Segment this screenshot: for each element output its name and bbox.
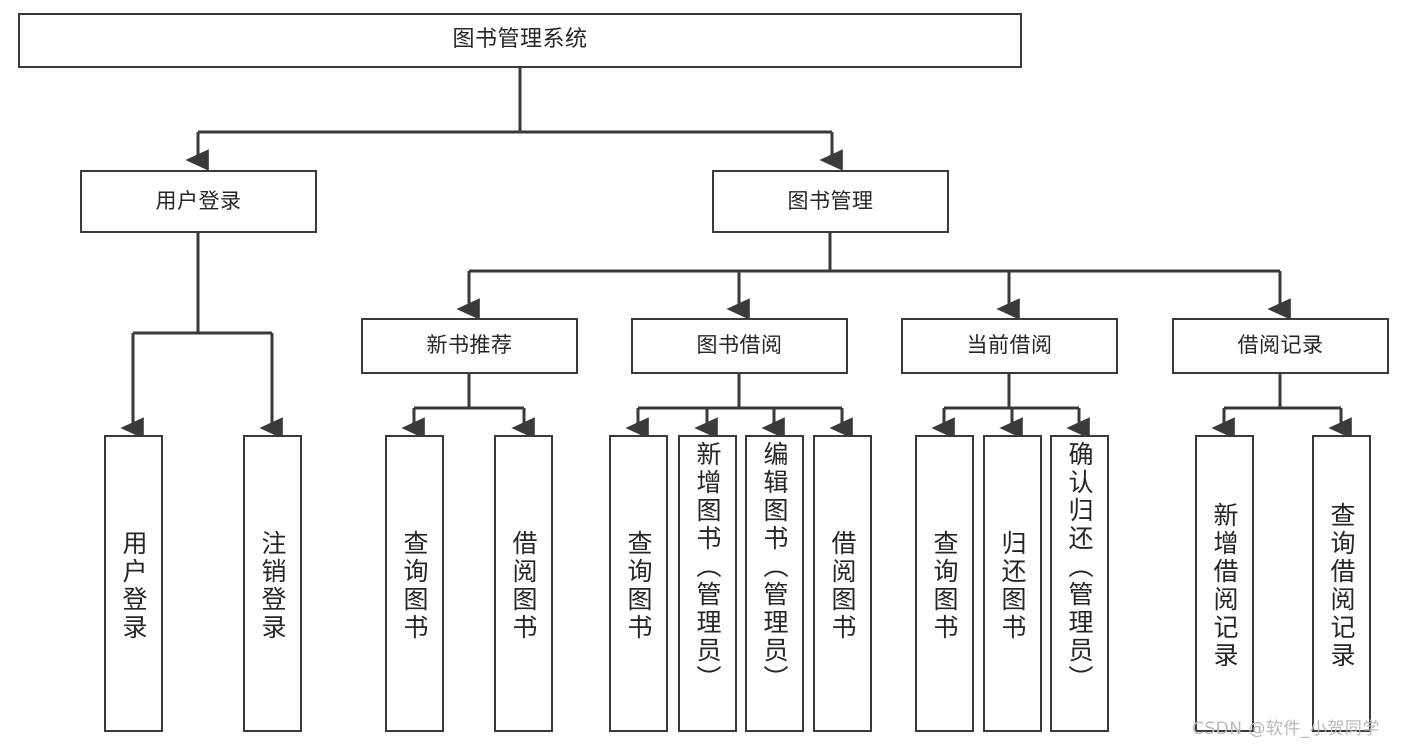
leaf-user-login[interactable]: 用户登录 — [104, 435, 163, 732]
node-book-borrow[interactable]: 图书借阅 — [631, 318, 848, 374]
node-new-book-recommend[interactable]: 新书推荐 — [361, 318, 578, 374]
node-label: 新增借阅记录 — [1210, 501, 1239, 670]
node-book-management[interactable]: 图书管理 — [712, 170, 949, 233]
node-label: 图书借阅 — [696, 333, 783, 358]
node-label: 归还图书 — [998, 529, 1027, 642]
node-label: 编辑图书（管理员） — [760, 441, 789, 693]
node-current-borrow[interactable]: 当前借阅 — [901, 318, 1118, 374]
node-label: 新书推荐 — [426, 333, 513, 358]
node-label: 注销登录 — [258, 529, 287, 642]
node-label: 用户登录 — [155, 188, 242, 213]
node-label: 借阅图书 — [509, 529, 538, 642]
node-label: 查询图书 — [400, 529, 429, 642]
leaf-query-book-borrow[interactable]: 查询图书 — [609, 435, 668, 732]
leaf-query-book-current[interactable]: 查询图书 — [915, 435, 974, 732]
leaf-confirm-return-admin[interactable]: 确认归还（管理员） — [1050, 435, 1109, 732]
leaf-add-book-admin[interactable]: 新增图书（管理员） — [678, 435, 737, 732]
leaf-query-book-newbook[interactable]: 查询图书 — [385, 435, 444, 732]
leaf-logout[interactable]: 注销登录 — [243, 435, 302, 732]
node-root-system[interactable]: 图书管理系统 — [18, 13, 1022, 68]
node-label: 新增图书（管理员） — [693, 441, 722, 693]
watermark-credit: CSDN @软件_小贺同学 — [1192, 719, 1380, 739]
node-label: 查询借阅记录 — [1327, 501, 1356, 670]
leaf-borrow-book-newbook[interactable]: 借阅图书 — [494, 435, 553, 732]
node-label: 查询图书 — [624, 529, 653, 642]
node-user-login[interactable]: 用户登录 — [80, 170, 317, 233]
node-borrow-record[interactable]: 借阅记录 — [1172, 318, 1389, 374]
node-label: 用户登录 — [119, 529, 148, 642]
leaf-borrow-book[interactable]: 借阅图书 — [813, 435, 872, 732]
node-label: 借阅记录 — [1237, 333, 1324, 358]
node-label: 查询图书 — [930, 529, 959, 642]
node-label: 当前借阅 — [966, 333, 1053, 358]
node-label: 确认归还（管理员） — [1065, 441, 1094, 693]
leaf-query-borrow-record[interactable]: 查询借阅记录 — [1312, 435, 1371, 732]
node-label: 借阅图书 — [828, 529, 857, 642]
leaf-add-borrow-record[interactable]: 新增借阅记录 — [1195, 435, 1254, 732]
leaf-return-book[interactable]: 归还图书 — [983, 435, 1042, 732]
leaf-edit-book-admin[interactable]: 编辑图书（管理员） — [745, 435, 804, 732]
node-label: 图书管理系统 — [452, 27, 588, 53]
node-label: 图书管理 — [787, 188, 874, 213]
